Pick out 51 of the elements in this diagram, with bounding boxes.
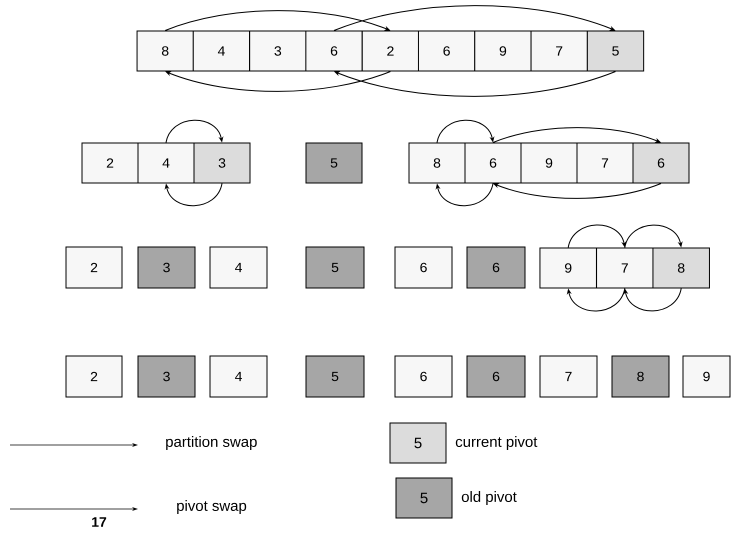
number-cell: 3 bbox=[249, 30, 306, 72]
number-cell: 7 bbox=[576, 142, 634, 184]
number-cell: 3 bbox=[194, 142, 250, 184]
swap-arrow bbox=[623, 288, 682, 312]
number-cell: 9 bbox=[520, 142, 578, 184]
number-cell: 2 bbox=[82, 142, 138, 184]
swap-arrow bbox=[624, 224, 683, 248]
number-cell: 6 bbox=[464, 142, 522, 184]
swap-arrow bbox=[166, 120, 224, 143]
number-cell: 5 bbox=[306, 356, 364, 398]
number-cell: 5 bbox=[306, 246, 364, 288]
number-cell: 3 bbox=[138, 246, 196, 288]
number-cell: 3 bbox=[138, 356, 196, 398]
number-cell: 4 bbox=[210, 246, 268, 288]
number-cell: 2 bbox=[362, 30, 420, 72]
number-cell: 5 bbox=[586, 30, 644, 72]
legend-text: old pivot bbox=[462, 491, 517, 505]
number-cell: 6 bbox=[466, 356, 526, 398]
swap-arrow bbox=[568, 224, 626, 248]
number-cell: 2 bbox=[66, 246, 122, 288]
number-cell: 2 bbox=[66, 356, 122, 398]
number-cell: 6 bbox=[418, 30, 476, 72]
page-number: 17 bbox=[92, 517, 106, 527]
swap-arrow bbox=[436, 183, 494, 206]
number-cell: 8 bbox=[408, 142, 466, 184]
number-cell: 6 bbox=[305, 30, 363, 72]
number-cell: 6 bbox=[632, 142, 690, 184]
number-cell: 6 bbox=[466, 246, 526, 288]
legend-text: current pivot bbox=[456, 436, 538, 450]
swatch-number: 5 bbox=[414, 438, 422, 448]
number-cell: 4 bbox=[192, 30, 250, 72]
number-cell: 7 bbox=[540, 356, 598, 398]
number-cell: 4 bbox=[138, 142, 194, 184]
number-cell: 9 bbox=[682, 356, 730, 398]
number-cell: 9 bbox=[474, 30, 532, 72]
number-cell: 9 bbox=[539, 248, 597, 288]
number-cell: 8 bbox=[612, 356, 670, 398]
legend-text: partition swap bbox=[166, 436, 257, 450]
number-cell: 8 bbox=[652, 248, 710, 288]
legend-text: pivot swap bbox=[177, 500, 246, 514]
number-cell: 5 bbox=[306, 142, 362, 184]
swap-arrow bbox=[164, 183, 222, 206]
number-cell: 4 bbox=[210, 356, 268, 398]
number-cell: 7 bbox=[530, 30, 588, 72]
number-cell: 8 bbox=[136, 30, 194, 72]
swap-arrow bbox=[436, 120, 494, 143]
number-cell: 6 bbox=[394, 356, 452, 398]
number-cell: 7 bbox=[596, 248, 654, 288]
swatch-number: 5 bbox=[420, 492, 428, 504]
number-cell: 6 bbox=[394, 246, 452, 288]
swap-arrow bbox=[566, 288, 626, 312]
